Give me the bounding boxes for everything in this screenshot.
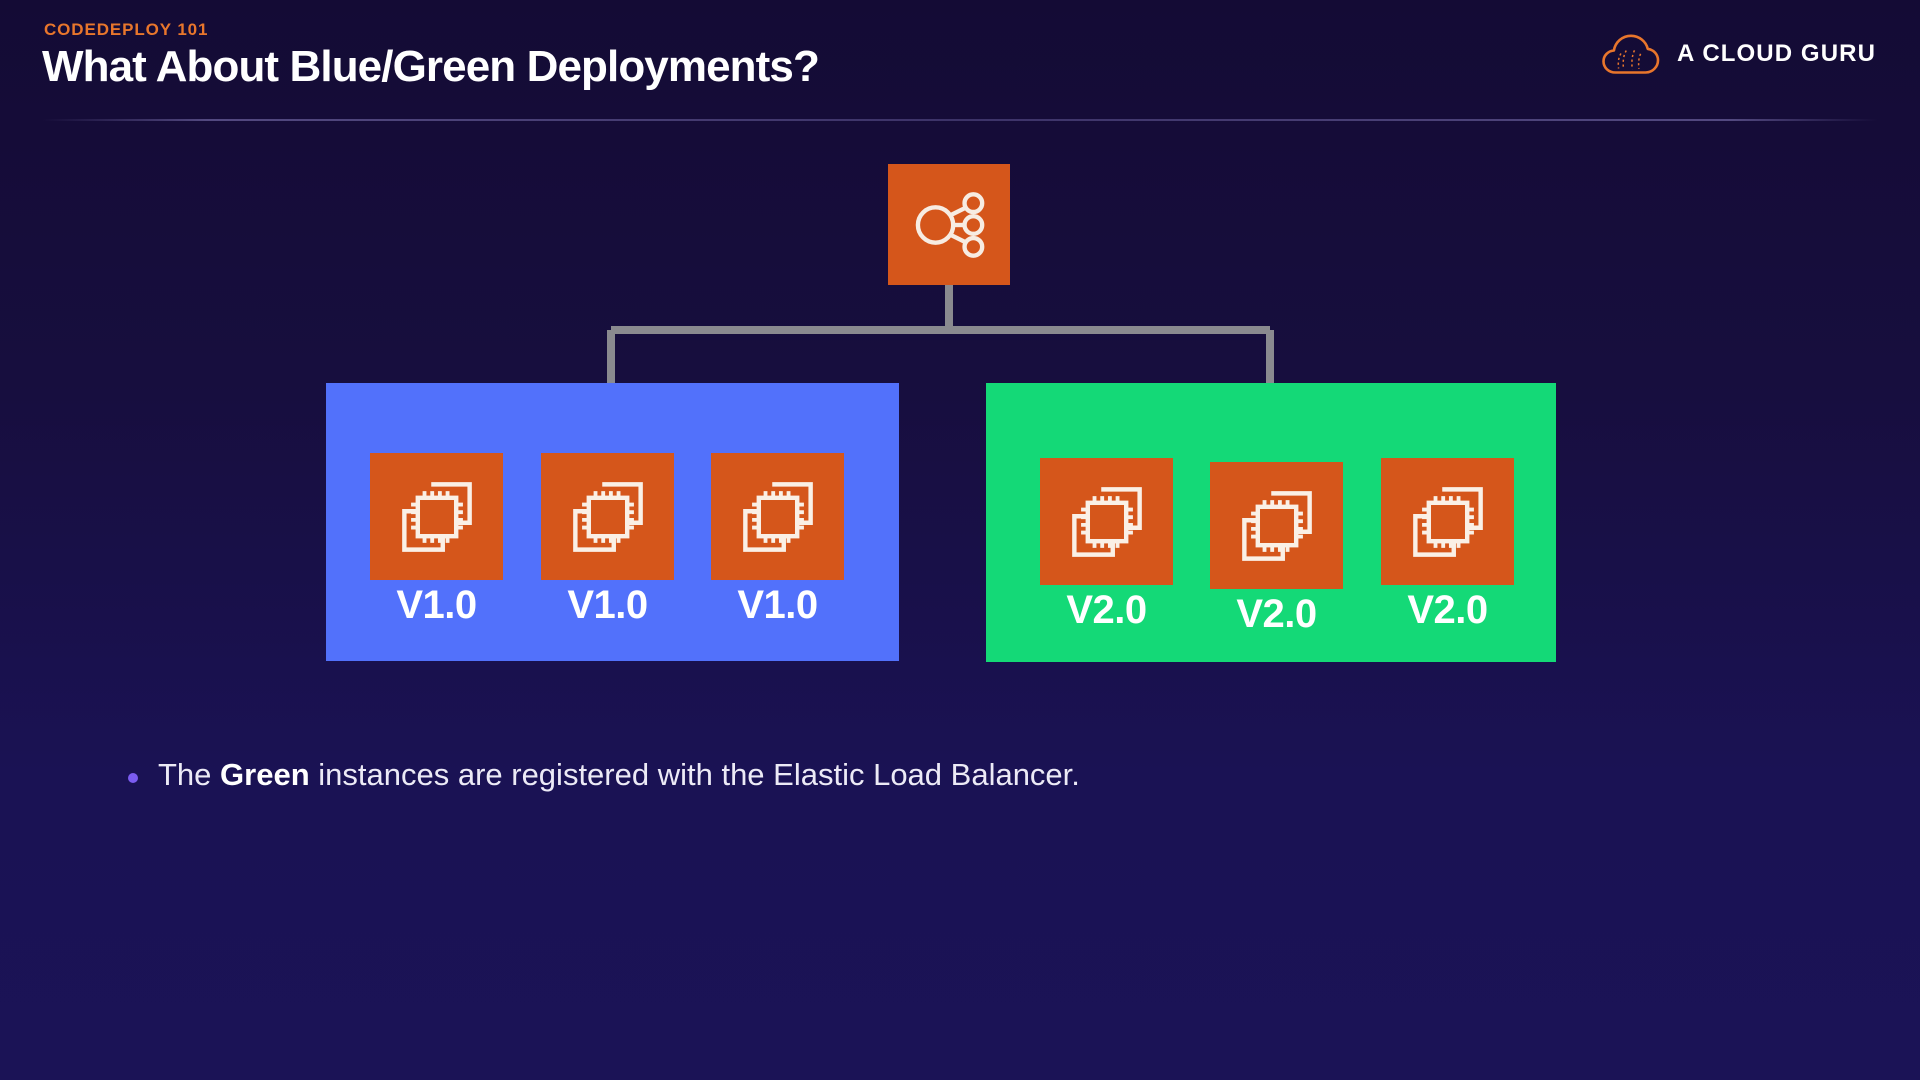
instance-node[interactable]: V1.0: [541, 453, 674, 626]
instance-version-label: V2.0: [1236, 592, 1317, 636]
bullet-text-emphasis: Green: [220, 757, 310, 792]
ec2-instance-icon: [541, 453, 674, 580]
instance-node[interactable]: V2.0: [1381, 458, 1514, 631]
instance-version-label: V2.0: [1066, 588, 1147, 632]
elastic-load-balancer-icon: [907, 183, 991, 267]
instance-node[interactable]: V1.0: [370, 453, 503, 626]
ec2-instance-icon: [1210, 462, 1343, 589]
instance-node[interactable]: V2.0: [1040, 458, 1173, 631]
header-divider: [42, 119, 1878, 121]
bullet-text-suffix: instances are registered with the Elasti…: [309, 757, 1080, 792]
cloud-icon: [1601, 33, 1661, 75]
bullet-text: The Green instances are registered with …: [158, 755, 1080, 795]
brand-name: A CLOUD GURU: [1677, 40, 1876, 67]
ec2-instance-icon: [1381, 458, 1514, 585]
instance-version-label: V1.0: [737, 583, 818, 627]
instance-version-label: V1.0: [396, 583, 477, 627]
ec2-instance-icon: [370, 453, 503, 580]
slide-header: CODEDEPLOY 101 What About Blue/Green Dep…: [0, 0, 1920, 125]
bullet-list-item: The Green instances are registered with …: [128, 755, 1080, 795]
brand-lockup: A CLOUD GURU: [1601, 33, 1876, 75]
ec2-instance-icon: [1040, 458, 1173, 585]
elastic-load-balancer-node[interactable]: [888, 164, 1010, 285]
ec2-instance-icon: [711, 453, 844, 580]
instance-node[interactable]: V1.0: [711, 453, 844, 626]
eyebrow-label: CODEDEPLOY 101: [44, 20, 209, 39]
page-title: What About Blue/Green Deployments?: [42, 42, 820, 91]
instance-node[interactable]: V2.0: [1210, 462, 1343, 635]
bullet-dot-icon: [128, 773, 138, 783]
instance-version-label: V2.0: [1407, 588, 1488, 632]
instance-version-label: V1.0: [567, 583, 648, 627]
bullet-text-prefix: The: [158, 757, 221, 792]
